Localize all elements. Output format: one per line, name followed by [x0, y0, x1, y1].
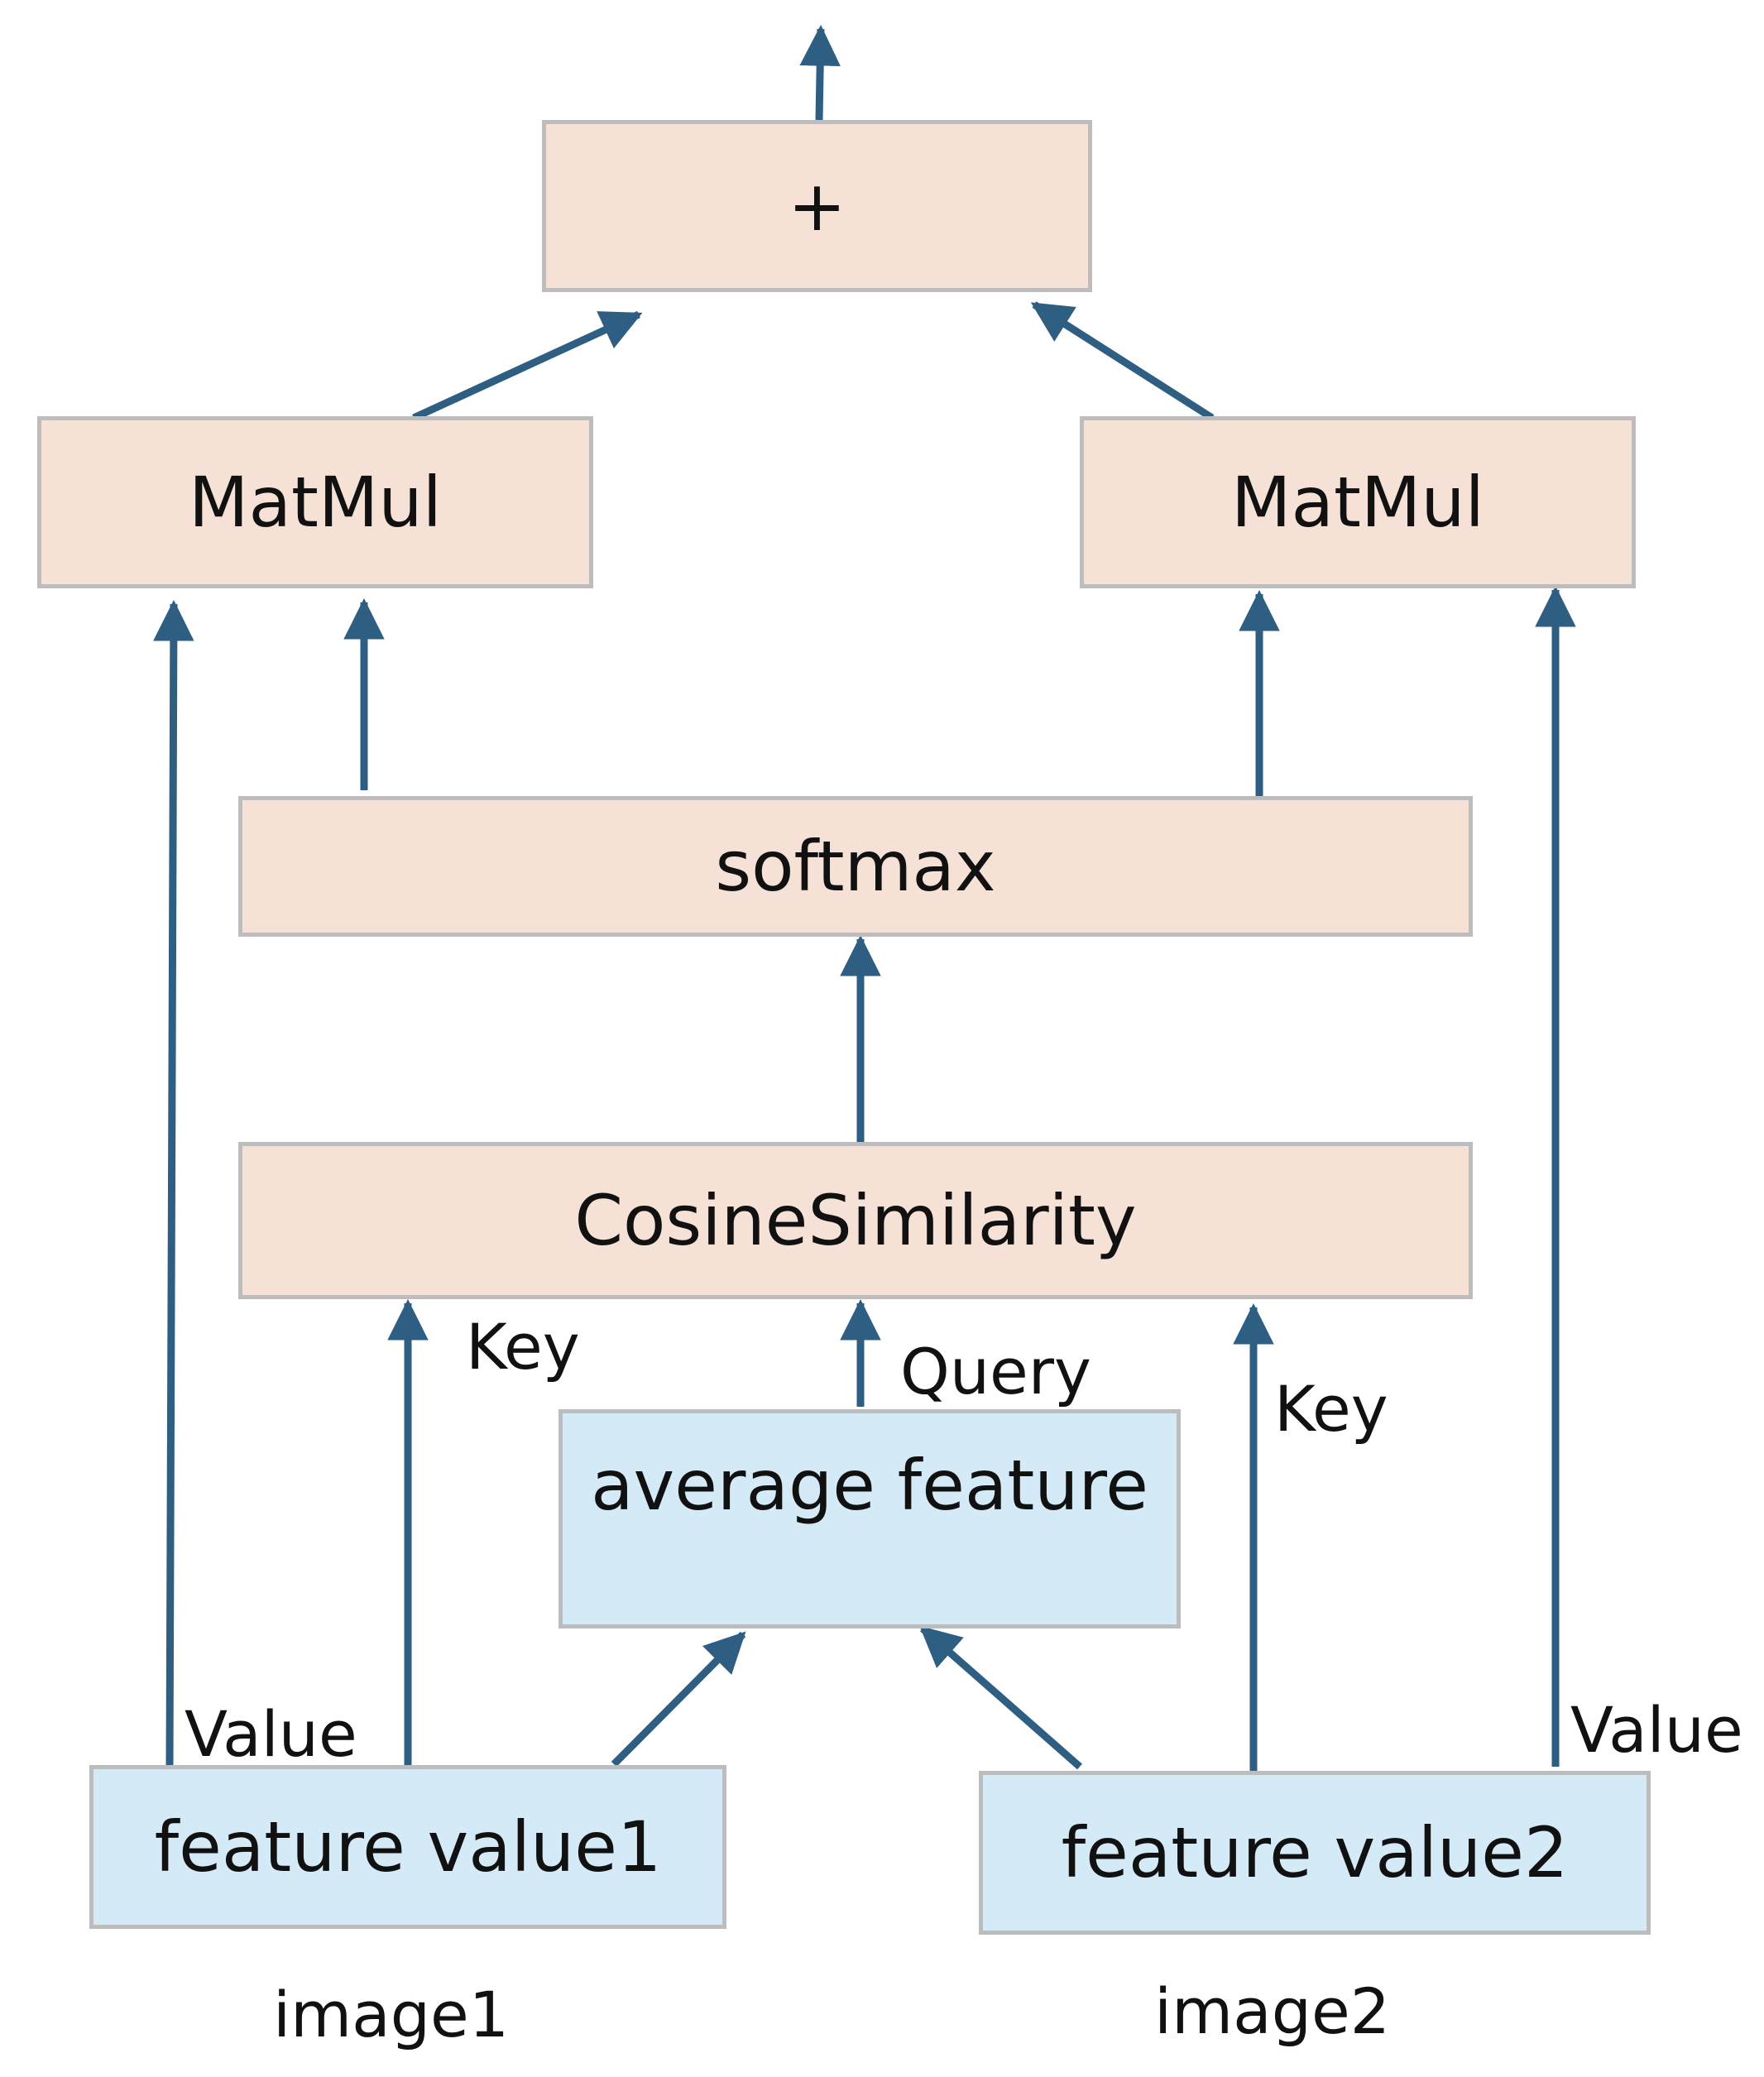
- arrow-value2-to-average: [919, 1625, 1082, 1770]
- cosine-similarity-label: CosineSimilarity: [574, 1180, 1137, 1261]
- query-label: Query: [900, 1335, 1091, 1408]
- average-feature-node: average feature: [558, 1409, 1181, 1629]
- matmul-right-label: MatMul: [1231, 462, 1484, 543]
- arrow-output: [799, 25, 841, 121]
- feature-value2-node: feature value2: [979, 1771, 1651, 1935]
- matmul-right-node: MatMul: [1080, 416, 1636, 588]
- matmul-left-label: MatMul: [189, 462, 442, 543]
- arrow-matmul-right-to-sum: [1030, 301, 1215, 421]
- sum-node: +: [542, 120, 1092, 292]
- arrow-value1-to-matmul-left: [153, 600, 194, 1768]
- value-right-label: Value: [1570, 1693, 1743, 1767]
- key-left-label: Key: [466, 1310, 580, 1384]
- average-feature-label: average feature: [591, 1445, 1148, 1526]
- value-left-label: Value: [185, 1697, 357, 1771]
- matmul-left-node: MatMul: [37, 416, 593, 588]
- feature-value1-label: feature value1: [154, 1806, 662, 1888]
- image2-caption: image2: [1154, 1974, 1391, 2048]
- softmax-label: softmax: [715, 826, 996, 907]
- sum-label: +: [788, 165, 846, 247]
- feature-value1-node: feature value1: [89, 1765, 726, 1929]
- softmax-node: softmax: [238, 796, 1473, 937]
- key-right-label: Key: [1274, 1372, 1388, 1446]
- image1-caption: image1: [273, 1978, 510, 2051]
- arrow-matmul-left-to-sum: [412, 310, 643, 422]
- arrow-value1-to-average: [611, 1631, 746, 1768]
- cosine-similarity-node: CosineSimilarity: [238, 1142, 1473, 1299]
- feature-value2-label: feature value2: [1061, 1812, 1569, 1893]
